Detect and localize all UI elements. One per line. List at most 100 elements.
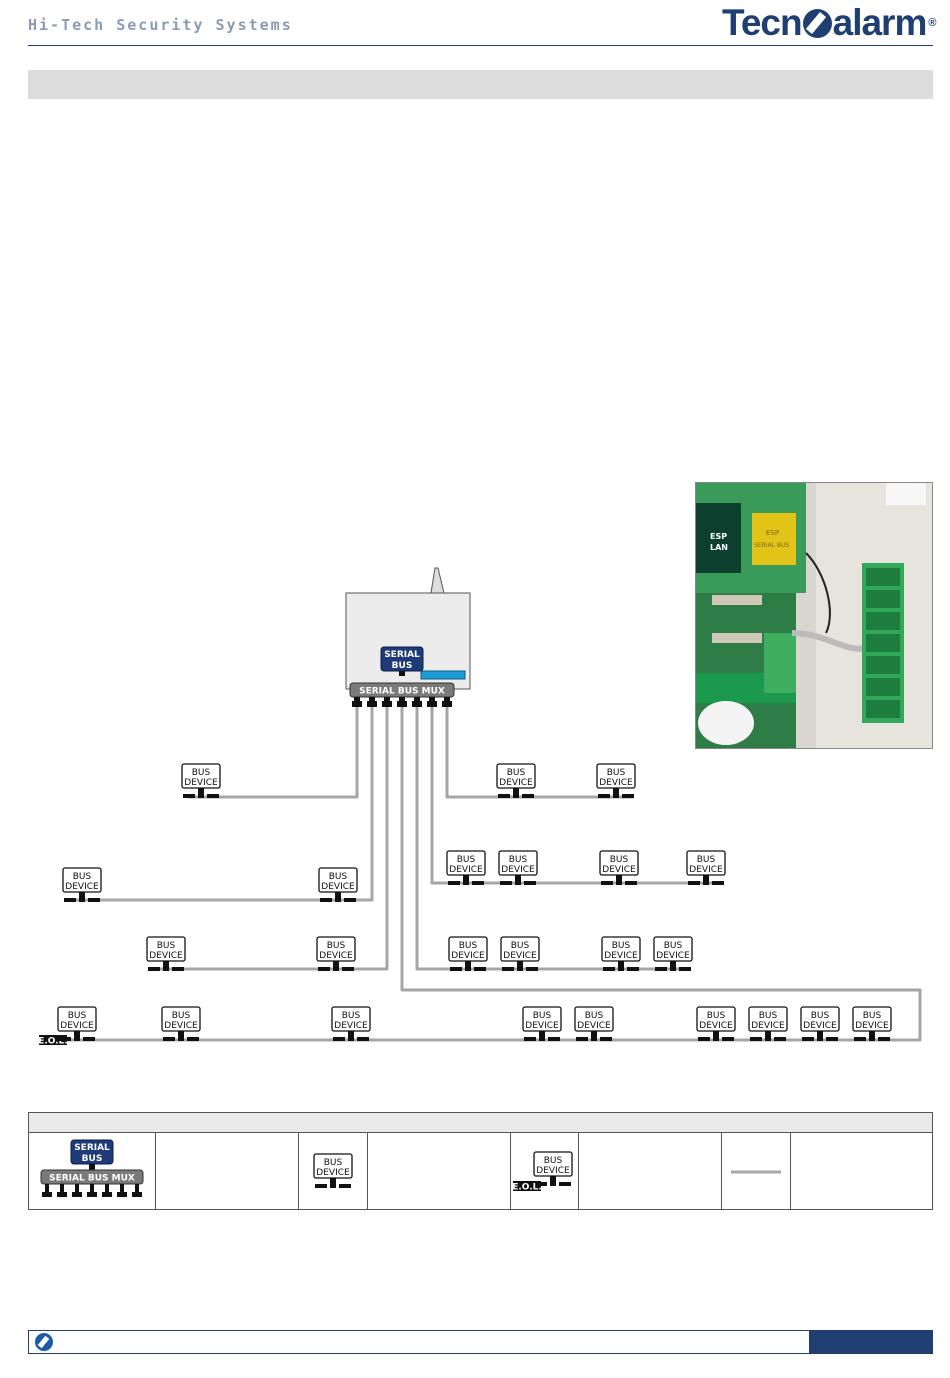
- legend-cell-bus-device: BUS DEVICE: [299, 1133, 368, 1210]
- bus-device-label-1: BUS: [342, 1011, 361, 1021]
- legend-eol-label: E.O.L.: [512, 1183, 542, 1193]
- bus-device-label-1: BUS: [533, 1011, 552, 1021]
- logo-registered-mark: ®: [928, 17, 936, 29]
- legend-desc-bus-device-eol: [579, 1133, 722, 1210]
- bus-device-label-2: DEVICE: [501, 865, 535, 875]
- legend-header-row: [29, 1113, 932, 1133]
- bus-device-label-2: DEVICE: [334, 1021, 368, 1031]
- bus-device-label-2: DEVICE: [604, 951, 638, 961]
- bus-device-label-2: DEVICE: [525, 1021, 559, 1031]
- legend-desc-bus-device: [368, 1133, 511, 1210]
- eol-label: E.O.L.: [38, 1037, 68, 1047]
- bus-device-label-2: DEVICE: [149, 951, 183, 961]
- header-tagline: Hi-Tech Security Systems: [28, 16, 293, 34]
- legend-serial-bus-label-2: BUS: [82, 1154, 103, 1164]
- bus-device-label-1: BUS: [585, 1011, 604, 1021]
- photo-label-esp-lan-1: ESP: [710, 532, 727, 541]
- bus-device-label-1: BUS: [68, 1011, 87, 1021]
- bus-device-label-2: DEVICE: [449, 865, 483, 875]
- footer-page-block: [809, 1331, 932, 1353]
- legend-device-eol-label-2: DEVICE: [536, 1166, 570, 1176]
- serial-bus-mux-label: SERIAL BUS MUX: [359, 687, 445, 697]
- bus-device-label-1: BUS: [697, 855, 716, 865]
- bus-device-label-1: BUS: [607, 768, 626, 778]
- bus-device-label-2: DEVICE: [656, 951, 690, 961]
- legend-device-label-1: BUS: [324, 1158, 343, 1168]
- bus-device-label-2: DEVICE: [499, 778, 533, 788]
- bus-device-label-2: DEVICE: [164, 1021, 198, 1031]
- bus-device-label-2: DEVICE: [321, 882, 355, 892]
- bus-device-label-1: BUS: [811, 1011, 830, 1021]
- bus-device-label-2: DEVICE: [451, 951, 485, 961]
- bus-device-label-1: BUS: [511, 941, 530, 951]
- bus-device-label-1: BUS: [457, 855, 476, 865]
- bus-device-label-2: DEVICE: [319, 951, 353, 961]
- bus-device-label-1: BUS: [73, 872, 92, 882]
- photo-label-esp-serial-1: ESP: [766, 529, 779, 537]
- bus-device-label-2: DEVICE: [751, 1021, 785, 1031]
- eol-terminator: [39, 1035, 67, 1045]
- bus-device-label-2: DEVICE: [503, 951, 537, 961]
- bus-device-label-1: BUS: [509, 855, 528, 865]
- section-title-bar: [28, 70, 933, 99]
- serial-bus-label-2: BUS: [392, 661, 413, 671]
- bus-device-label-1: BUS: [329, 872, 348, 882]
- bus-device-label-2: DEVICE: [689, 865, 723, 875]
- photo-label-esp-serial-2: SERIAL BUS: [754, 542, 789, 549]
- bus-device-label-1: BUS: [707, 1011, 726, 1021]
- page-footer: [28, 1330, 933, 1354]
- legend-serial-bus-label-1: SERIAL: [74, 1143, 110, 1153]
- photo-label-esp-lan-2: LAN: [710, 543, 728, 552]
- serial-bus-label-1: SERIAL: [384, 650, 420, 660]
- bus-device-label-1: BUS: [759, 1011, 778, 1021]
- legend-cell-serial-bus-mux: SERIAL BUS SERIAL BUS MUX: [29, 1133, 156, 1210]
- bus-device-label-1: BUS: [459, 941, 478, 951]
- legend-cell-bus-wire: [722, 1133, 791, 1210]
- legend-desc-serial-bus-mux: [156, 1133, 299, 1210]
- bus-device-label-1: BUS: [664, 941, 683, 951]
- bus-device-label-2: DEVICE: [855, 1021, 889, 1031]
- bus-device-label-2: DEVICE: [599, 778, 633, 788]
- logo-text-2: alarm: [832, 2, 928, 43]
- legend-desc-bus-wire: [791, 1133, 932, 1210]
- bus-device-label-2: DEVICE: [184, 778, 218, 788]
- bus-device-label-1: BUS: [172, 1011, 191, 1021]
- bus-device-label-1: BUS: [863, 1011, 882, 1021]
- bus-device-label-1: BUS: [327, 941, 346, 951]
- bus-device-label-1: BUS: [192, 768, 211, 778]
- bus-device-label-2: DEVICE: [602, 865, 636, 875]
- legend-device-label-2: DEVICE: [316, 1168, 350, 1178]
- bus-device-label-1: BUS: [507, 768, 526, 778]
- bus-device-label-1: BUS: [612, 941, 631, 951]
- legend-device-eol-label-1: BUS: [544, 1156, 563, 1166]
- tecnoalarm-mark-icon: [35, 1333, 53, 1351]
- bus-device-label-2: DEVICE: [577, 1021, 611, 1031]
- bus-wiring-diagram: SERIAL BUS SERIAL BUS MUX E.O.L. BUSDEVI…: [38, 567, 922, 1047]
- legend-cell-bus-device-eol: BUS DEVICE E.O.L.: [511, 1133, 579, 1210]
- bus-device-label-2: DEVICE: [803, 1021, 837, 1031]
- logo-mark-icon: [802, 8, 832, 38]
- bus-device-label-2: DEVICE: [699, 1021, 733, 1031]
- legend-table: SERIAL BUS SERIAL BUS MUX BUS DEVICE: [28, 1112, 933, 1210]
